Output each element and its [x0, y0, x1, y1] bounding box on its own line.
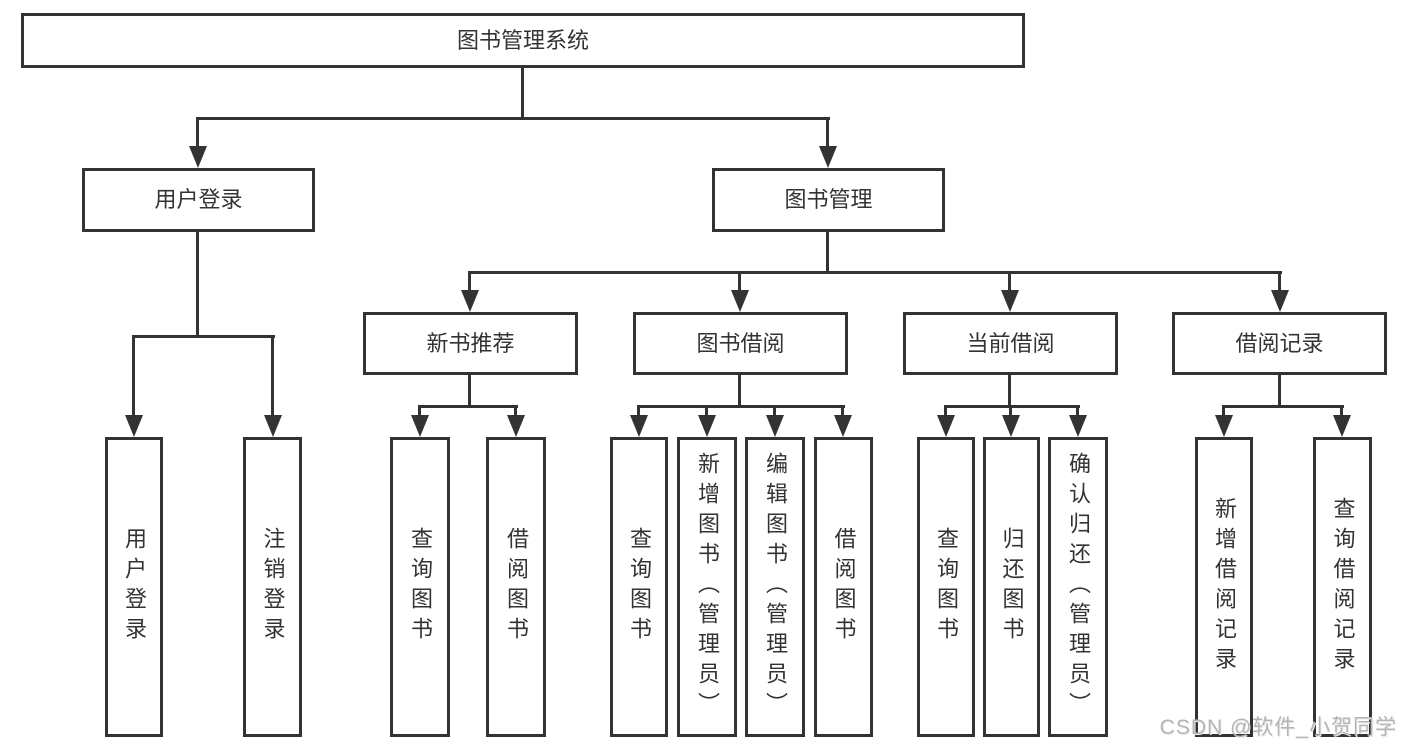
node-label: 借阅图书 [504, 527, 529, 647]
node-label: 图书管理系统 [456, 27, 589, 53]
node-library-management-system: 图书管理系统 [21, 13, 1025, 68]
connector [773, 405, 776, 417]
connector [468, 271, 471, 293]
connector [1076, 405, 1079, 417]
node-book-management: 图书管理 [712, 168, 945, 232]
arrow-down-icon [731, 290, 749, 312]
node-label: 图书管理 [784, 187, 873, 212]
node-label: 查询图书 [627, 527, 652, 647]
leaf-query-books: 查询图书 [390, 437, 450, 737]
connector [468, 271, 1282, 274]
node-label: 查询图书 [408, 527, 433, 647]
arrow-down-icon [1271, 290, 1289, 312]
leaf-return-books: 归还图书 [983, 437, 1040, 737]
arrow-down-icon [1215, 415, 1233, 437]
node-book-borrowing: 图书借阅 [633, 312, 848, 375]
connector [826, 232, 829, 274]
connector [1278, 375, 1281, 408]
connector [738, 271, 741, 293]
arrow-down-icon [1002, 415, 1020, 437]
node-current-borrowing: 当前借阅 [903, 312, 1118, 375]
connector [1222, 405, 1344, 408]
node-label: 归还图书 [999, 527, 1025, 647]
node-label: 新书推荐 [426, 330, 515, 356]
leaf-borrow-books: 借阅图书 [814, 437, 873, 737]
connector [1222, 405, 1225, 417]
node-label: 用户登录 [122, 527, 147, 647]
connector [1008, 271, 1011, 293]
node-label: 查询借阅记录 [1330, 497, 1356, 677]
connector [826, 117, 829, 148]
leaf-confirm-return-admin: 确认归还（管理员） [1048, 437, 1108, 737]
connector [738, 375, 741, 408]
connector [418, 405, 518, 408]
connector [196, 117, 199, 148]
arrow-down-icon [1333, 415, 1351, 437]
node-label: 借阅图书 [831, 527, 857, 647]
leaf-query-books: 查询图书 [917, 437, 975, 737]
connector [1009, 405, 1012, 417]
node-label: 新增借阅记录 [1212, 497, 1237, 677]
node-label: 确认归还（管理员） [1066, 452, 1091, 722]
node-label: 借阅记录 [1235, 330, 1324, 356]
node-label: 用户登录 [154, 187, 243, 212]
node-borrowing-records: 借阅记录 [1172, 312, 1387, 375]
connector [418, 405, 421, 417]
arrow-down-icon [461, 290, 479, 312]
node-label: 注销登录 [260, 527, 286, 647]
connector [637, 405, 640, 417]
node-new-book-recommendation: 新书推荐 [363, 312, 578, 375]
connector [705, 405, 708, 417]
node-label: 编辑图书（管理员） [763, 452, 788, 722]
arrow-down-icon [1069, 415, 1087, 437]
arrow-down-icon [264, 415, 282, 437]
arrow-down-icon [125, 415, 143, 437]
arrow-down-icon [630, 415, 648, 437]
node-user-login: 用户登录 [82, 168, 315, 232]
connector [841, 405, 844, 417]
connector [1008, 375, 1011, 408]
connector [196, 232, 199, 338]
node-label: 当前借阅 [966, 330, 1055, 356]
connector [196, 117, 830, 120]
leaf-edit-books-admin: 编辑图书（管理员） [745, 437, 805, 737]
connector [521, 68, 524, 120]
arrow-down-icon [411, 415, 429, 437]
leaf-user-login: 用户登录 [105, 437, 163, 737]
leaf-logout: 注销登录 [243, 437, 302, 737]
arrow-down-icon [766, 415, 784, 437]
connector [944, 405, 947, 417]
arrow-down-icon [1001, 290, 1019, 312]
arrow-down-icon [698, 415, 716, 437]
arrow-down-icon [834, 415, 852, 437]
leaf-query-books: 查询图书 [610, 437, 668, 737]
arrow-down-icon [189, 146, 207, 168]
leaf-add-borrow-record: 新增借阅记录 [1195, 437, 1253, 737]
connector [132, 335, 135, 417]
connector [271, 335, 274, 417]
connector [944, 405, 1080, 408]
csdn-watermark: CSDN @软件_小贺同学 [1159, 716, 1397, 739]
leaf-borrow-books: 借阅图书 [486, 437, 546, 737]
arrow-down-icon [507, 415, 525, 437]
arrow-down-icon [819, 146, 837, 168]
node-label: 图书借阅 [696, 330, 785, 356]
connector [132, 335, 275, 338]
node-label: 查询图书 [934, 527, 959, 647]
connector [468, 375, 471, 408]
connector [1340, 405, 1343, 417]
arrow-down-icon [937, 415, 955, 437]
leaf-query-borrow-record: 查询借阅记录 [1313, 437, 1372, 737]
connector [514, 405, 517, 417]
connector [1278, 271, 1281, 293]
connector [637, 405, 845, 408]
node-label: 新增图书（管理员） [695, 452, 720, 722]
leaf-add-books-admin: 新增图书（管理员） [677, 437, 737, 737]
